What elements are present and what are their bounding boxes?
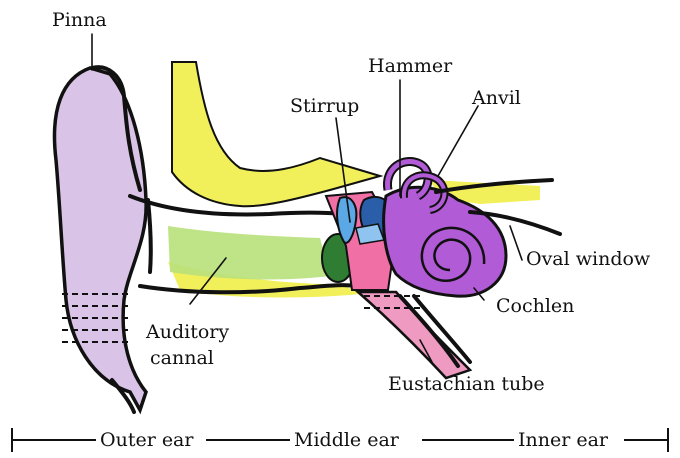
label-stirrup: Stirrup (290, 95, 359, 117)
label-eustachian-tube: Eustachian tube (388, 373, 545, 395)
section-middle-ear: Middle ear (294, 429, 400, 451)
label-oval-window: Oval window (526, 248, 651, 270)
canal-fill (168, 226, 330, 279)
label-auditory-line1: Auditory (145, 321, 229, 343)
label-auditory-line2: cannal (150, 347, 214, 369)
label-pinna: Pinna (52, 9, 107, 31)
anvil-leader (438, 106, 478, 176)
section-outer-ear: Outer ear (100, 429, 194, 451)
temporal-bone (172, 62, 380, 206)
outer-skin-line (148, 200, 151, 272)
pinna-shape (54, 68, 146, 410)
stirrup-shape (356, 224, 384, 244)
label-anvil: Anvil (471, 87, 521, 109)
oval-window-leader (510, 226, 522, 260)
label-cochlea: Cochlen (496, 295, 574, 317)
label-hammer: Hammer (368, 55, 453, 77)
section-inner-ear: Inner ear (518, 429, 609, 451)
eustachian-tube-shape (358, 292, 470, 378)
